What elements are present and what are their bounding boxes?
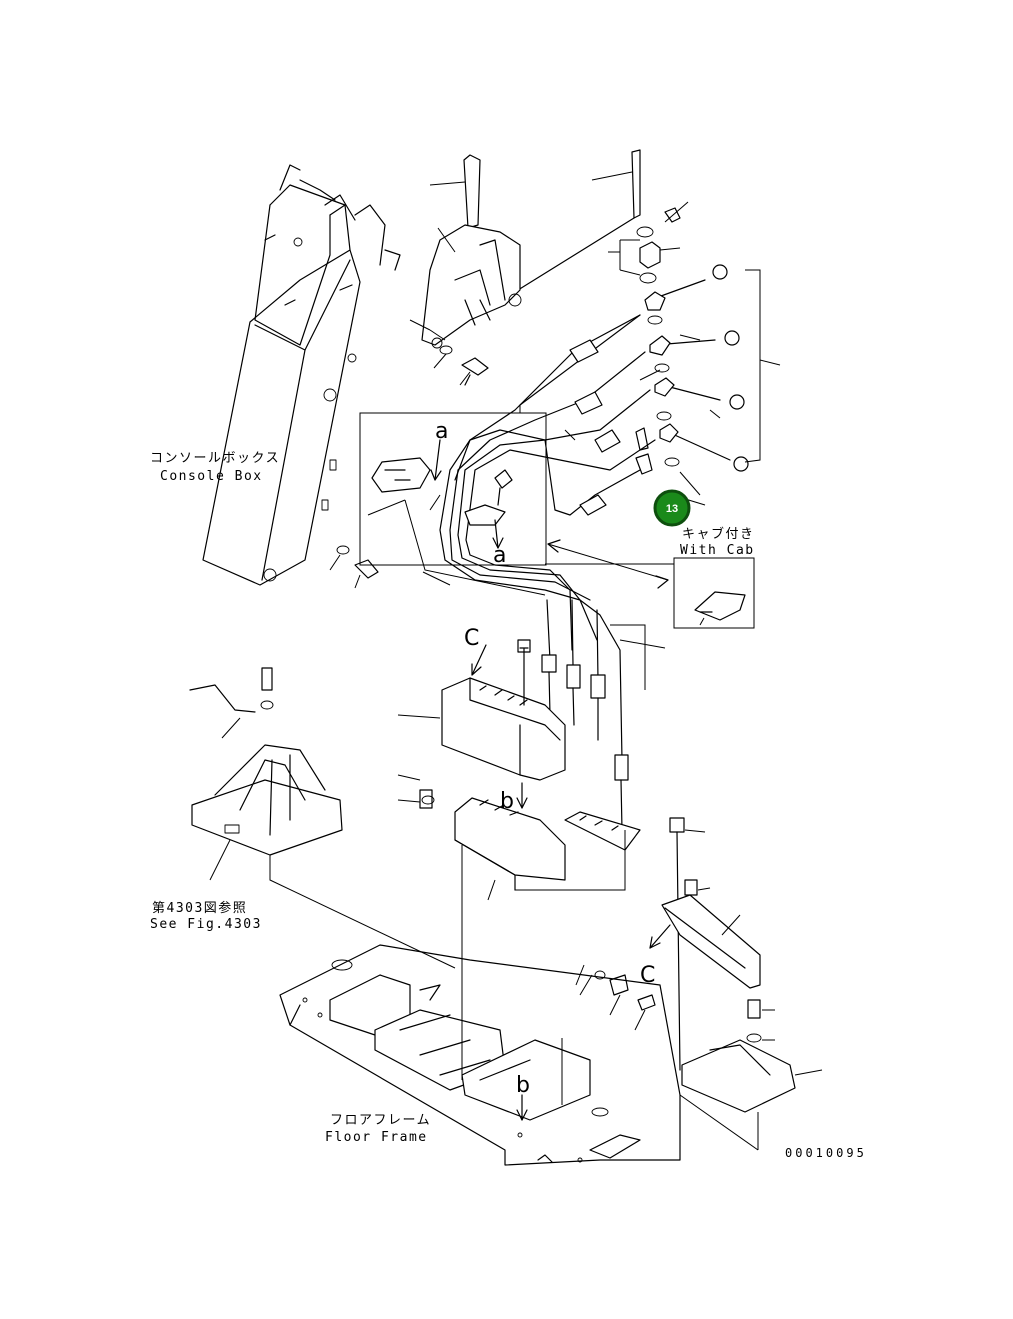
reference-letter-c: C xyxy=(640,963,655,988)
reference-letter-a: a xyxy=(435,419,448,444)
cable-ends xyxy=(635,264,781,506)
see-fig-label-jp: 第4303図参照 xyxy=(152,900,247,916)
cover-part xyxy=(397,639,566,781)
console-box xyxy=(202,164,401,586)
reference-letter-b: b xyxy=(500,789,514,814)
floor-frame-label-jp: フロアフレーム xyxy=(330,1113,431,1128)
bracket-bolts xyxy=(433,345,489,386)
leader-lines xyxy=(429,171,721,626)
callout-number: 13 xyxy=(666,503,678,515)
bracket-b xyxy=(454,797,641,901)
lever-stand xyxy=(189,667,343,881)
clamp-detail xyxy=(359,412,547,586)
right-parts xyxy=(661,817,823,1150)
cab-detail xyxy=(545,539,755,629)
reference-letter-a: a xyxy=(493,543,506,568)
bolts xyxy=(329,545,435,809)
see-fig-label-en: See Fig.4303 xyxy=(150,917,262,932)
console-box-label-jp: コンソールボックス xyxy=(150,451,280,466)
guide-lines xyxy=(269,319,759,1151)
console-box-label-en: Console Box xyxy=(160,469,263,484)
with-cab-label-jp: キャブ付き xyxy=(682,526,755,542)
part-callout-13[interactable]: 13 xyxy=(653,489,691,527)
reference-letter-c: C xyxy=(464,626,479,651)
reference-letter-b: b xyxy=(516,1073,530,1098)
floor-frame xyxy=(279,944,681,1166)
with-cab-label-en: With Cab xyxy=(680,543,755,558)
reference-arrows xyxy=(430,439,671,1121)
floor-frame-label-en: Floor Frame xyxy=(325,1130,428,1145)
drawing-code: 00010095 xyxy=(785,1146,867,1160)
small-parts xyxy=(608,207,681,284)
control-cables xyxy=(429,314,666,831)
lever-assembly xyxy=(421,149,641,349)
